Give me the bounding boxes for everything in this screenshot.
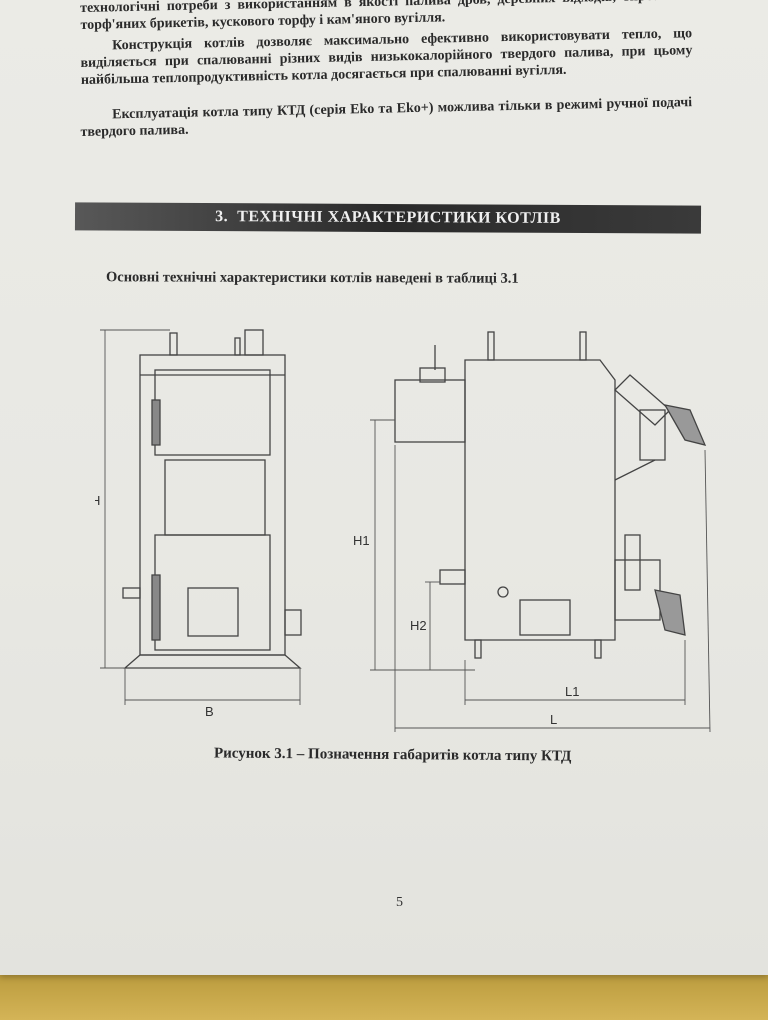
page-number: 5: [396, 895, 403, 910]
dim-label-l: L: [550, 712, 557, 727]
dimension-lines: [100, 329, 711, 733]
dim-label-l1: L1: [565, 684, 579, 699]
dim-label-h2: H2: [410, 618, 427, 633]
intro-text: Основні технічні характеристики котлів н…: [105, 269, 519, 287]
section-number: 3.: [215, 208, 229, 226]
boiler-front-view: [122, 329, 302, 669]
figure-caption: Рисунок 3.1 – Позначення габаритів котла…: [213, 745, 572, 765]
paragraph-2: Конструкція котлів дозволяє максимально …: [80, 26, 693, 88]
dim-label-h1: H1: [353, 533, 370, 548]
dim-label-b: B: [205, 704, 214, 719]
paragraph-3: Експлуатація котла типу КТД (серія Eko т…: [80, 95, 693, 140]
boiler-side-view: [394, 331, 707, 659]
section-heading: 3. ТЕХНІЧНІ ХАРАКТЕРИСТИКИ КОТЛІВ: [74, 202, 702, 234]
dim-label-h: H: [95, 493, 100, 508]
section-title: ТЕХНІЧНІ ХАРАКТЕРИСТИКИ КОТЛІВ: [237, 208, 561, 227]
document-page: технологічні потреби з використанням в я…: [0, 0, 768, 975]
boiler-dimensions-drawing: H B H1 H2 L1 L: [95, 329, 711, 733]
